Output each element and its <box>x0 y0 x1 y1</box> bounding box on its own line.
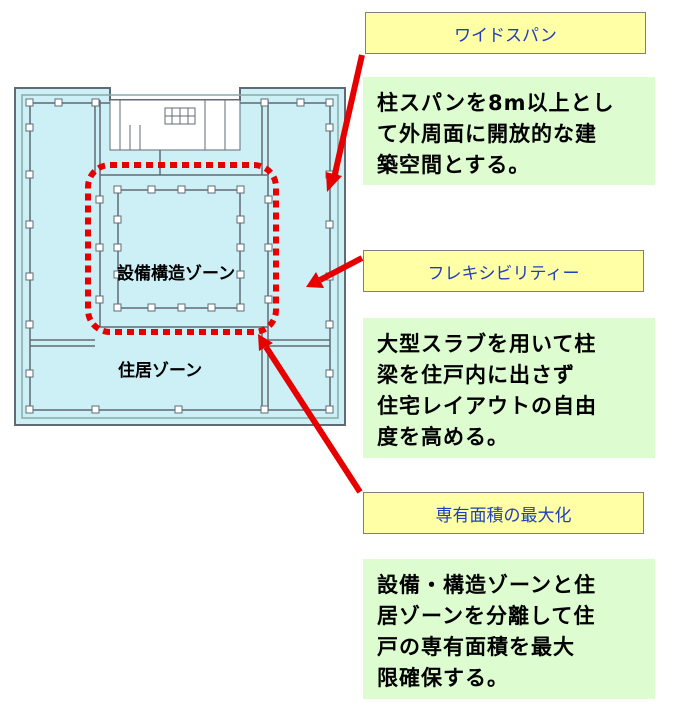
callout-text-flexibility: 大型スラブを用いて柱 梁を住戸内に出さず 住宅レイアウトの自由 度を高める。 <box>363 318 655 458</box>
callout-arrows <box>258 54 365 494</box>
callout-title-wide-span: ワイドスパン <box>365 12 646 54</box>
structural-walls <box>30 100 330 410</box>
callout-title-flexibility: フレキシビリティー <box>363 250 644 292</box>
top-service-area <box>109 99 241 151</box>
core-zone-label: 設備構造ゾーン <box>117 264 236 284</box>
column-markers <box>25 98 334 414</box>
callout-text-max-area: 設備・構造ゾーンと住 居ゾーンを分離して住 戸の専有面積を最大 限確保する。 <box>363 559 655 699</box>
callout-title-max-area: 専有面積の最大化 <box>363 492 644 534</box>
callout-text-wide-span: 柱スパンを8m以上とし て外周面に開放的な建 築空間とする。 <box>363 77 655 185</box>
core-zone-boundary <box>85 162 279 335</box>
core-zone <box>99 174 269 328</box>
residential-zone-label: 住居ゾーン <box>118 361 203 381</box>
